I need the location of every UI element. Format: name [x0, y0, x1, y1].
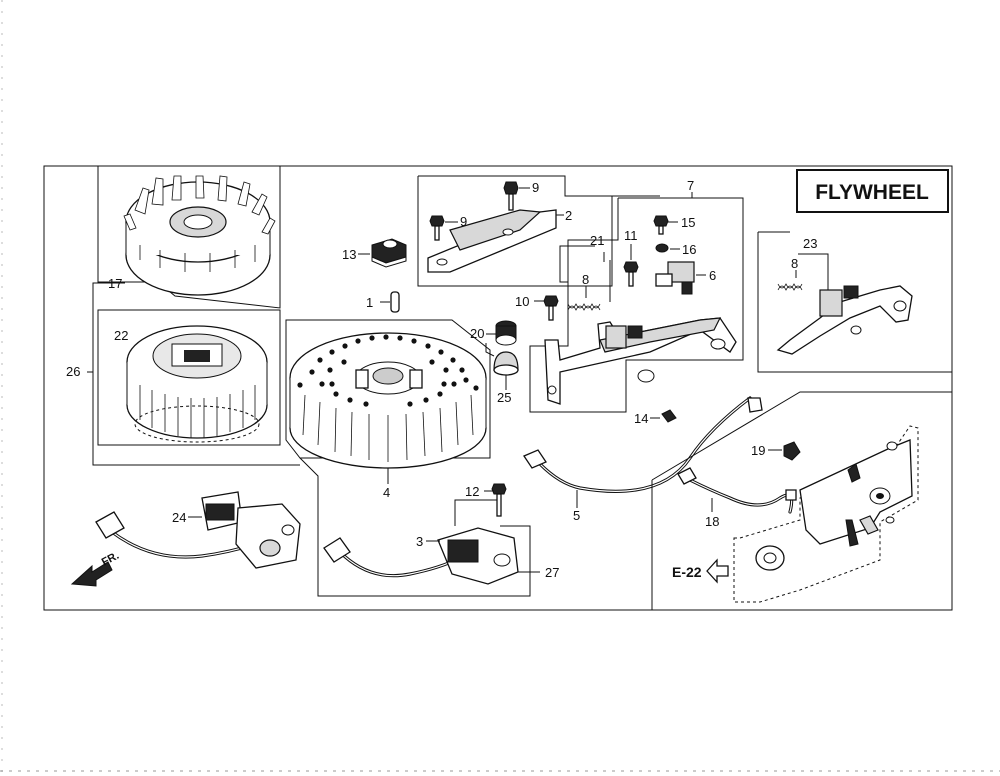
title-box: FLYWHEEL — [796, 169, 949, 213]
stop-switch-region: E-22 — [651, 391, 952, 610]
label-part-14: 14 — [634, 411, 648, 426]
clip-19 — [768, 441, 801, 461]
part-17-flywheel-top — [97, 165, 281, 309]
label-part-9-lower: 9 — [460, 214, 467, 229]
part-3-ignition-coil — [299, 457, 540, 597]
front-direction-arrow: FR. — [70, 550, 121, 587]
part-7-brake-arm-assy — [529, 192, 744, 413]
spring-8-right — [777, 270, 803, 291]
label-part-24: 24 — [172, 510, 186, 525]
label-part-4: 4 — [383, 485, 390, 500]
label-part-1: 1 — [366, 295, 373, 310]
part-23-brake-arm — [757, 231, 952, 373]
label-part-21: 21 — [590, 233, 604, 248]
part-13-nut — [358, 238, 407, 268]
bracket-26 — [92, 282, 300, 466]
label-part-18: 18 — [705, 514, 719, 529]
label-part-17: 17 — [108, 276, 122, 291]
bolt-10 — [534, 295, 559, 321]
part-20-cap — [486, 320, 517, 346]
e22-label: E-22 — [672, 564, 702, 580]
part-5-wire — [523, 396, 763, 508]
part-24-ignition-coil: FR. — [70, 491, 301, 587]
label-part-16: 16 — [682, 242, 696, 257]
part-number-labels: 1 2 3 4 5 6 7 8 8 9 9 10 11 12 13 14 15 … — [66, 178, 817, 580]
label-part-2: 2 — [565, 208, 572, 223]
label-part-23: 23 — [803, 236, 817, 251]
part-1-key — [390, 291, 400, 313]
label-part-7: 7 — [687, 178, 694, 193]
label-part-6: 6 — [709, 268, 716, 283]
clip-14 — [650, 409, 677, 423]
switch-6 — [655, 261, 706, 295]
label-part-8-center: 8 — [582, 272, 589, 287]
label-part-10: 10 — [515, 294, 529, 309]
spring-8-center — [567, 286, 601, 311]
label-part-15: 15 — [681, 215, 695, 230]
label-part-27: 27 — [545, 565, 559, 580]
bolt-11 — [623, 244, 639, 287]
e22-reference: E-22 — [672, 558, 729, 584]
part-22-flywheel — [97, 309, 281, 446]
label-part-5: 5 — [573, 508, 580, 523]
label-part-22: 22 — [114, 328, 128, 343]
bolt-9-lower — [429, 215, 445, 241]
front-direction-label: FR. — [100, 550, 121, 569]
label-part-9-upper: 9 — [532, 180, 539, 195]
part-2-stay — [417, 175, 660, 287]
label-part-13: 13 — [342, 247, 356, 262]
part-25-cap — [485, 343, 519, 390]
label-part-3: 3 — [416, 534, 423, 549]
label-part-11: 11 — [624, 228, 638, 243]
label-part-20: 20 — [470, 326, 484, 341]
washer-16 — [655, 243, 680, 253]
diagram-title: FLYWHEEL — [815, 181, 929, 204]
bolt-12 — [484, 483, 507, 517]
label-part-26: 26 — [66, 364, 80, 379]
label-part-19: 19 — [751, 443, 765, 458]
bolt-9-upper — [503, 181, 519, 211]
label-part-12: 12 — [465, 484, 479, 499]
part-4-flywheel — [285, 319, 491, 469]
label-part-25: 25 — [497, 390, 511, 405]
label-part-8-right: 8 — [791, 256, 798, 271]
part-18-wire — [677, 467, 797, 514]
diagram-frame — [43, 165, 953, 611]
screw-15 — [653, 215, 678, 235]
